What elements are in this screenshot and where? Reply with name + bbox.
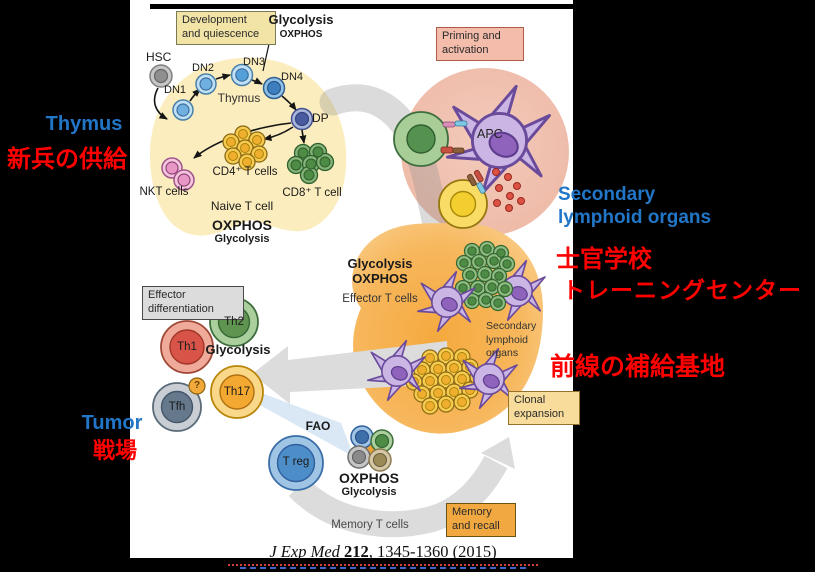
thymus-organ-label: Thymus [217, 91, 261, 105]
annotation-tumor-en: Tumor [81, 412, 143, 434]
tcr-synapse-bottom [467, 169, 486, 194]
dn1-cell [172, 99, 194, 121]
tfh-cell [152, 377, 206, 432]
effector-t-cells-label: Effector T cells [342, 293, 418, 305]
annotation-frontline-supply-jp: 前線の補給基地 [550, 353, 726, 381]
dp-label: DP [312, 111, 329, 125]
memory-recall-arrowhead [481, 437, 515, 469]
th17-label: Th17 [223, 386, 251, 398]
tfh-question-label: ? [193, 380, 201, 391]
annotation-officer-school-jp: 士官学校 [556, 246, 652, 273]
dn3-label: DN3 [243, 56, 266, 68]
dp-cell [290, 107, 314, 131]
tcr-synapse-top [440, 120, 468, 154]
tfh-question-badge [188, 377, 206, 395]
nkt-cells-pair [161, 157, 195, 191]
treg-label: T reg [282, 456, 310, 468]
th1-cell [160, 320, 214, 374]
cd4-t-cells-label: CD4⁺ T cells [212, 166, 278, 178]
effector-glycolysis-label: Glycolysis [347, 256, 413, 271]
fao-beam [251, 389, 354, 457]
th2-label: Th2 [224, 316, 244, 328]
citation-pages: , 1345-1360 (2015) [368, 542, 497, 561]
clonal-expansion-box: Clonal expansion [508, 391, 580, 425]
thymus-dev-oxphos-label: OXPHOS [279, 29, 323, 40]
annotation-thymus-jp: 新兵の供給 [7, 146, 127, 173]
apc-label: APC [477, 127, 503, 141]
spellcheck-underline-red [228, 564, 538, 566]
treg-cell [268, 435, 324, 491]
cd8-t-cell-label: CD8⁺ T cell [282, 187, 342, 199]
th-glycolysis-label: Glycolysis [205, 342, 271, 357]
memory-glycolysis-label: Glycolysis [341, 486, 397, 498]
cd4-t-cell-cluster [222, 125, 268, 171]
naive-t-cell-label: Naive T cell [210, 199, 274, 213]
dn4-cell [262, 76, 286, 100]
differentiation-arrows [153, 43, 307, 159]
citation: J Exp Med 212, 1345-1360 (2015) [228, 542, 538, 569]
naive-glycolysis-label: Glycolysis [214, 233, 270, 245]
fao-label: FAO [305, 419, 331, 433]
th17-cell [210, 365, 264, 419]
cytokine-dots [492, 168, 525, 212]
memory-recall-arrow [288, 455, 508, 538]
naive-oxphos-label: OXPHOS [212, 217, 272, 233]
annotation-thymus-en: Thymus [45, 113, 123, 135]
thymus-dev-glycolysis-label: Glycolysis [268, 12, 334, 27]
hsc-cell [149, 64, 173, 88]
citation-journal: J Exp Med [269, 542, 345, 561]
dn3-cell [230, 63, 254, 87]
effector-differentiation-box: Effector differentiation [142, 286, 244, 320]
slo-green-cluster [454, 240, 516, 312]
memory-t-cells-label: Memory T cells [331, 519, 409, 531]
nkt-cells-label: NKT cells [139, 186, 189, 198]
cd8-t-cell-cluster [286, 142, 335, 185]
annotation-training-center-jp: トレーニングセンター [562, 277, 802, 303]
memory-oxphos-label: OXPHOS [339, 470, 399, 486]
naive-green-t-cell [393, 111, 449, 167]
dn4-label: DN4 [281, 71, 304, 83]
priming-activation-box: Priming and activation [436, 27, 524, 61]
tfh-label: Tfh [168, 401, 186, 413]
development-quiescence-box: Development and quiescence [176, 11, 276, 45]
th1-label: Th1 [177, 341, 197, 353]
effector-oxphos-label: OXPHOS [352, 271, 408, 286]
panel-top-border [150, 4, 573, 9]
dn1-label: DN1 [164, 84, 187, 96]
spellcheck-underline-blue [240, 567, 526, 569]
annotation-secondary-lymphoid-en: Secondary lymphoid organs [558, 184, 712, 228]
dn2-label: DN2 [192, 62, 215, 74]
annotation-battlefield-jp: 戦場 [92, 438, 137, 463]
dn2-cell [195, 73, 217, 95]
slo-organ-label: Secondary lymphoid organs [486, 320, 537, 360]
hsc-label: HSC [146, 50, 172, 64]
memory-recall-box: Memory and recall [446, 503, 516, 537]
yellow-t-cell [438, 179, 488, 229]
memory-t-cell-cluster [347, 425, 394, 472]
citation-volume: 212 [344, 542, 369, 561]
